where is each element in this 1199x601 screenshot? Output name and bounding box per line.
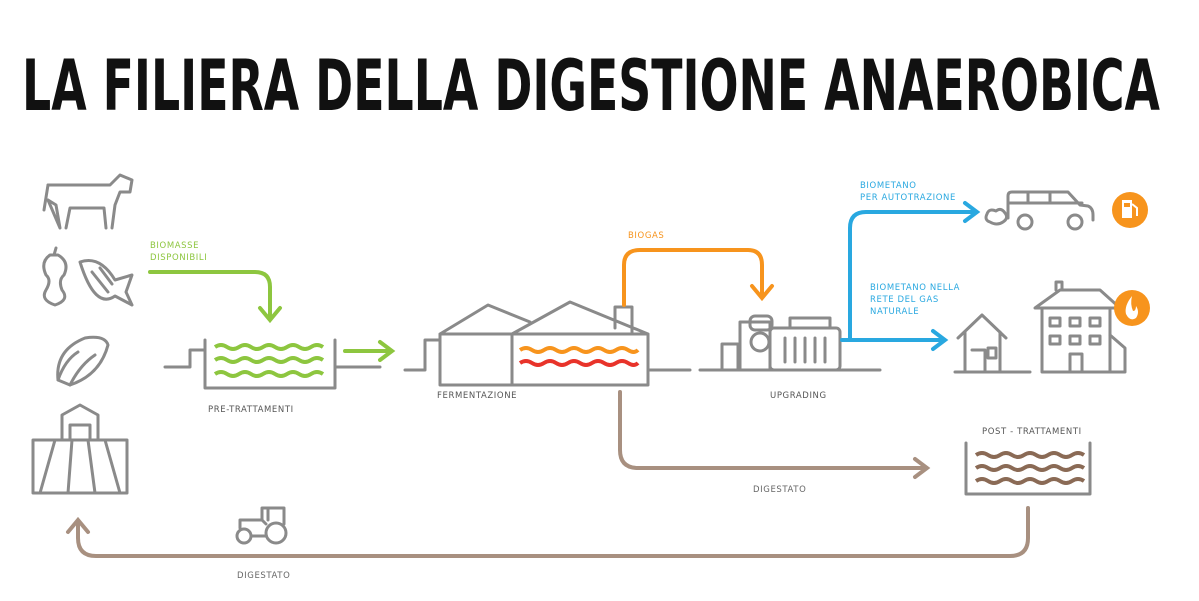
pretreatment-tank xyxy=(163,338,382,390)
biometano-rete-arrow xyxy=(848,329,949,351)
cow-icon xyxy=(42,173,134,230)
pretreatment-to-fermentation-arrow xyxy=(343,340,396,362)
biomasse-arrow xyxy=(148,270,282,324)
digestato-label-1: DIGESTATO xyxy=(753,485,806,495)
biogas-label: BIOGAS xyxy=(628,231,664,241)
apple-core-icon xyxy=(42,246,68,307)
biometano-rete-label-1: BIOMETANO NELLA xyxy=(870,283,960,293)
pretrattamenti-label: PRE-TRATTAMENTI xyxy=(208,405,294,415)
biomasse-label-1: BIOMASSE xyxy=(150,241,199,251)
building-icon xyxy=(1033,280,1127,374)
biometano-auto-arrow xyxy=(840,201,981,342)
house-icon xyxy=(953,313,1032,374)
flame-icon xyxy=(1114,290,1150,326)
post-treatment-tank xyxy=(964,441,1092,496)
field-barn-icon xyxy=(31,403,129,495)
biometano-auto-label-2: PER AUTOTRAZIONE xyxy=(860,193,956,203)
biomasse-label-2: DISPONIBILI xyxy=(150,253,207,263)
fish-icon xyxy=(78,259,134,307)
fuel-pump-icon xyxy=(1112,192,1148,228)
upgrading-unit xyxy=(698,314,882,372)
biogas-arrow xyxy=(622,248,774,307)
tractor-icon xyxy=(235,506,288,545)
digestato-return-arrow xyxy=(66,506,1030,558)
digestato-label-2: DIGESTATO xyxy=(237,571,290,581)
fermentation-plant xyxy=(403,300,692,387)
page-title: LA FILIERA DELLA DIGESTIONE ANAEROBICA xyxy=(22,45,1160,127)
fermentazione-label: FERMENTAZIONE xyxy=(437,391,517,401)
biometano-auto-label-1: BIOMETANO xyxy=(860,181,917,191)
digestato-arrow xyxy=(618,390,931,479)
biometano-rete-label-3: NATURALE xyxy=(870,307,919,317)
biometano-rete-label-2: RETE DEL GAS xyxy=(870,295,939,305)
corn-icon xyxy=(56,335,110,387)
car-icon xyxy=(984,190,1095,231)
post-trattamenti-label: POST - TRATTAMENTI xyxy=(982,427,1082,437)
upgrading-label: UPGRADING xyxy=(770,391,827,401)
